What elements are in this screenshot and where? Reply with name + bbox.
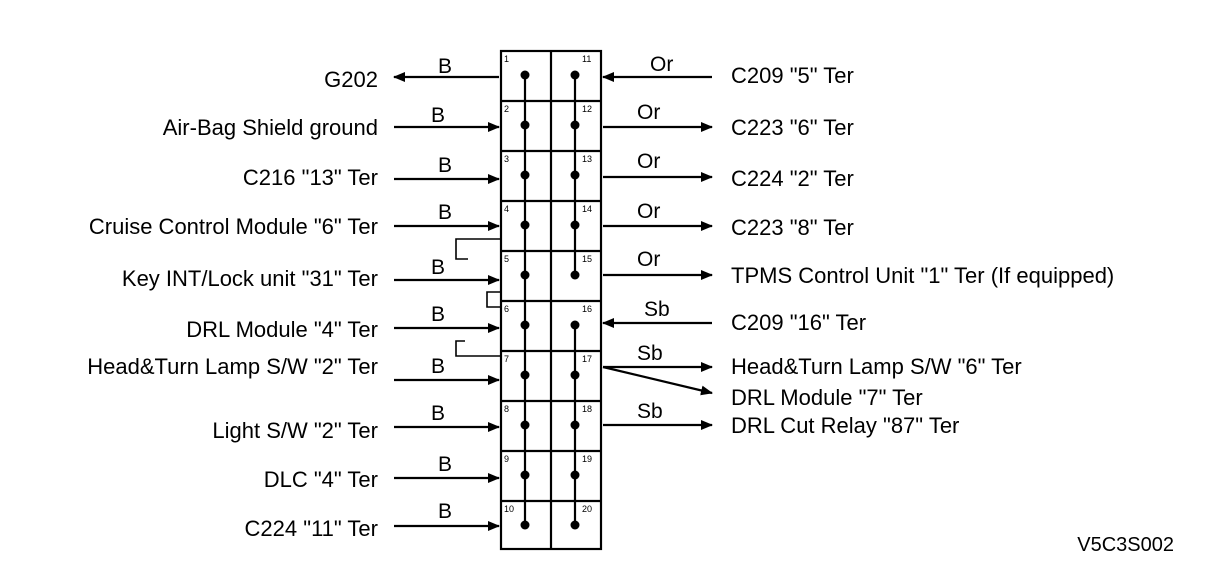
left-connection-label: C224 "11" Ter [245, 516, 378, 541]
pin-number: 11 [582, 54, 591, 64]
right-connection-label: C209 "5" Ter [731, 63, 854, 88]
wire-color-label: Or [637, 101, 660, 124]
wire-color-label: B [438, 154, 452, 177]
left-connection-label: Air-Bag Shield ground [163, 115, 378, 140]
wire-color-label: B [431, 104, 445, 127]
wire-color-label: Or [637, 248, 660, 271]
right-labels: C209 "5" Ter C223 "6" Ter C224 "2" Ter C… [731, 63, 1114, 438]
reference-code: V5C3S002 [1077, 534, 1174, 556]
ground-bus [520, 70, 580, 530]
wire-color-label: B [438, 201, 452, 224]
pin-number: 3 [504, 154, 509, 164]
right-connection-label: TPMS Control Unit "1" Ter (If equipped) [731, 263, 1114, 288]
wire-color-label: B [431, 402, 445, 425]
wire-color-label: B [438, 500, 452, 523]
pin-number: 6 [504, 304, 509, 314]
pin-number: 15 [582, 254, 592, 264]
right-connection-label: C223 "8" Ter [731, 215, 854, 240]
pin-number: 5 [504, 254, 509, 264]
pin-number: 14 [582, 204, 592, 214]
pin-number: 2 [504, 104, 509, 114]
left-connection-label: Head&Turn Lamp S/W "2" Ter [87, 354, 378, 379]
right-connection-label: DRL Cut Relay "87" Ter [731, 413, 959, 438]
pin-number: 8 [504, 404, 509, 414]
left-connection-label: DRL Module "4" Ter [186, 317, 378, 342]
pin-number: 9 [504, 454, 509, 464]
wire-color-label: Or [637, 200, 660, 223]
wire-color-label: B [438, 453, 452, 476]
left-connection-label: Light S/W "2" Ter [212, 418, 378, 443]
pin-number: 1 [504, 54, 509, 64]
right-connection-label: Head&Turn Lamp S/W "6" Ter [731, 354, 1022, 379]
right-wires [602, 72, 713, 430]
left-connection-label: C216 "13" Ter [243, 165, 378, 190]
left-connection-label: Key INT/Lock unit "31" Ter [122, 266, 378, 291]
wire-color-label: Or [637, 150, 660, 173]
pin-number: 17 [582, 354, 592, 364]
left-connection-label: Cruise Control Module "6" Ter [89, 214, 378, 239]
wire-color-label: B [431, 256, 445, 279]
right-wire-colors: Or Or Or Or Or Sb Sb Sb [637, 53, 673, 423]
right-connection-label: C224 "2" Ter [731, 166, 854, 191]
right-connection-label: C209 "16" Ter [731, 310, 866, 335]
left-labels: G202 Air-Bag Shield ground C216 "13" Ter… [87, 67, 378, 541]
wire-color-label: Sb [637, 400, 663, 423]
right-connection-label: C223 "6" Ter [731, 115, 854, 140]
left-connection-label: DLC "4" Ter [264, 467, 378, 492]
pin-number: 4 [504, 204, 509, 214]
wire-color-label: Sb [637, 342, 663, 365]
pin-number: 19 [582, 454, 592, 464]
connector-block [499, 49, 603, 551]
internal-jumpers [455, 238, 501, 357]
wire-color-label: B [438, 55, 452, 78]
wire-color-label: Sb [644, 298, 670, 321]
pin-number: 16 [582, 304, 592, 314]
pin-number: 12 [582, 104, 592, 114]
left-wires [393, 72, 500, 531]
left-connection-label: G202 [324, 67, 378, 92]
wire-color-label: Or [650, 53, 673, 76]
pin-number: 13 [582, 154, 592, 164]
pin-number: 7 [504, 354, 509, 364]
pin-number: 18 [582, 404, 592, 414]
wire-color-label: B [431, 303, 445, 326]
right-connection-label: DRL Module "7" Ter [731, 385, 923, 410]
pin-number: 20 [582, 504, 592, 514]
left-wire-colors: B B B B B B B B B B [431, 55, 452, 523]
pin-numbers: 1 2 3 4 5 6 7 8 9 10 11 12 13 14 15 16 1… [504, 54, 592, 514]
pin-number: 10 [504, 504, 514, 514]
wire-color-label: B [431, 355, 445, 378]
